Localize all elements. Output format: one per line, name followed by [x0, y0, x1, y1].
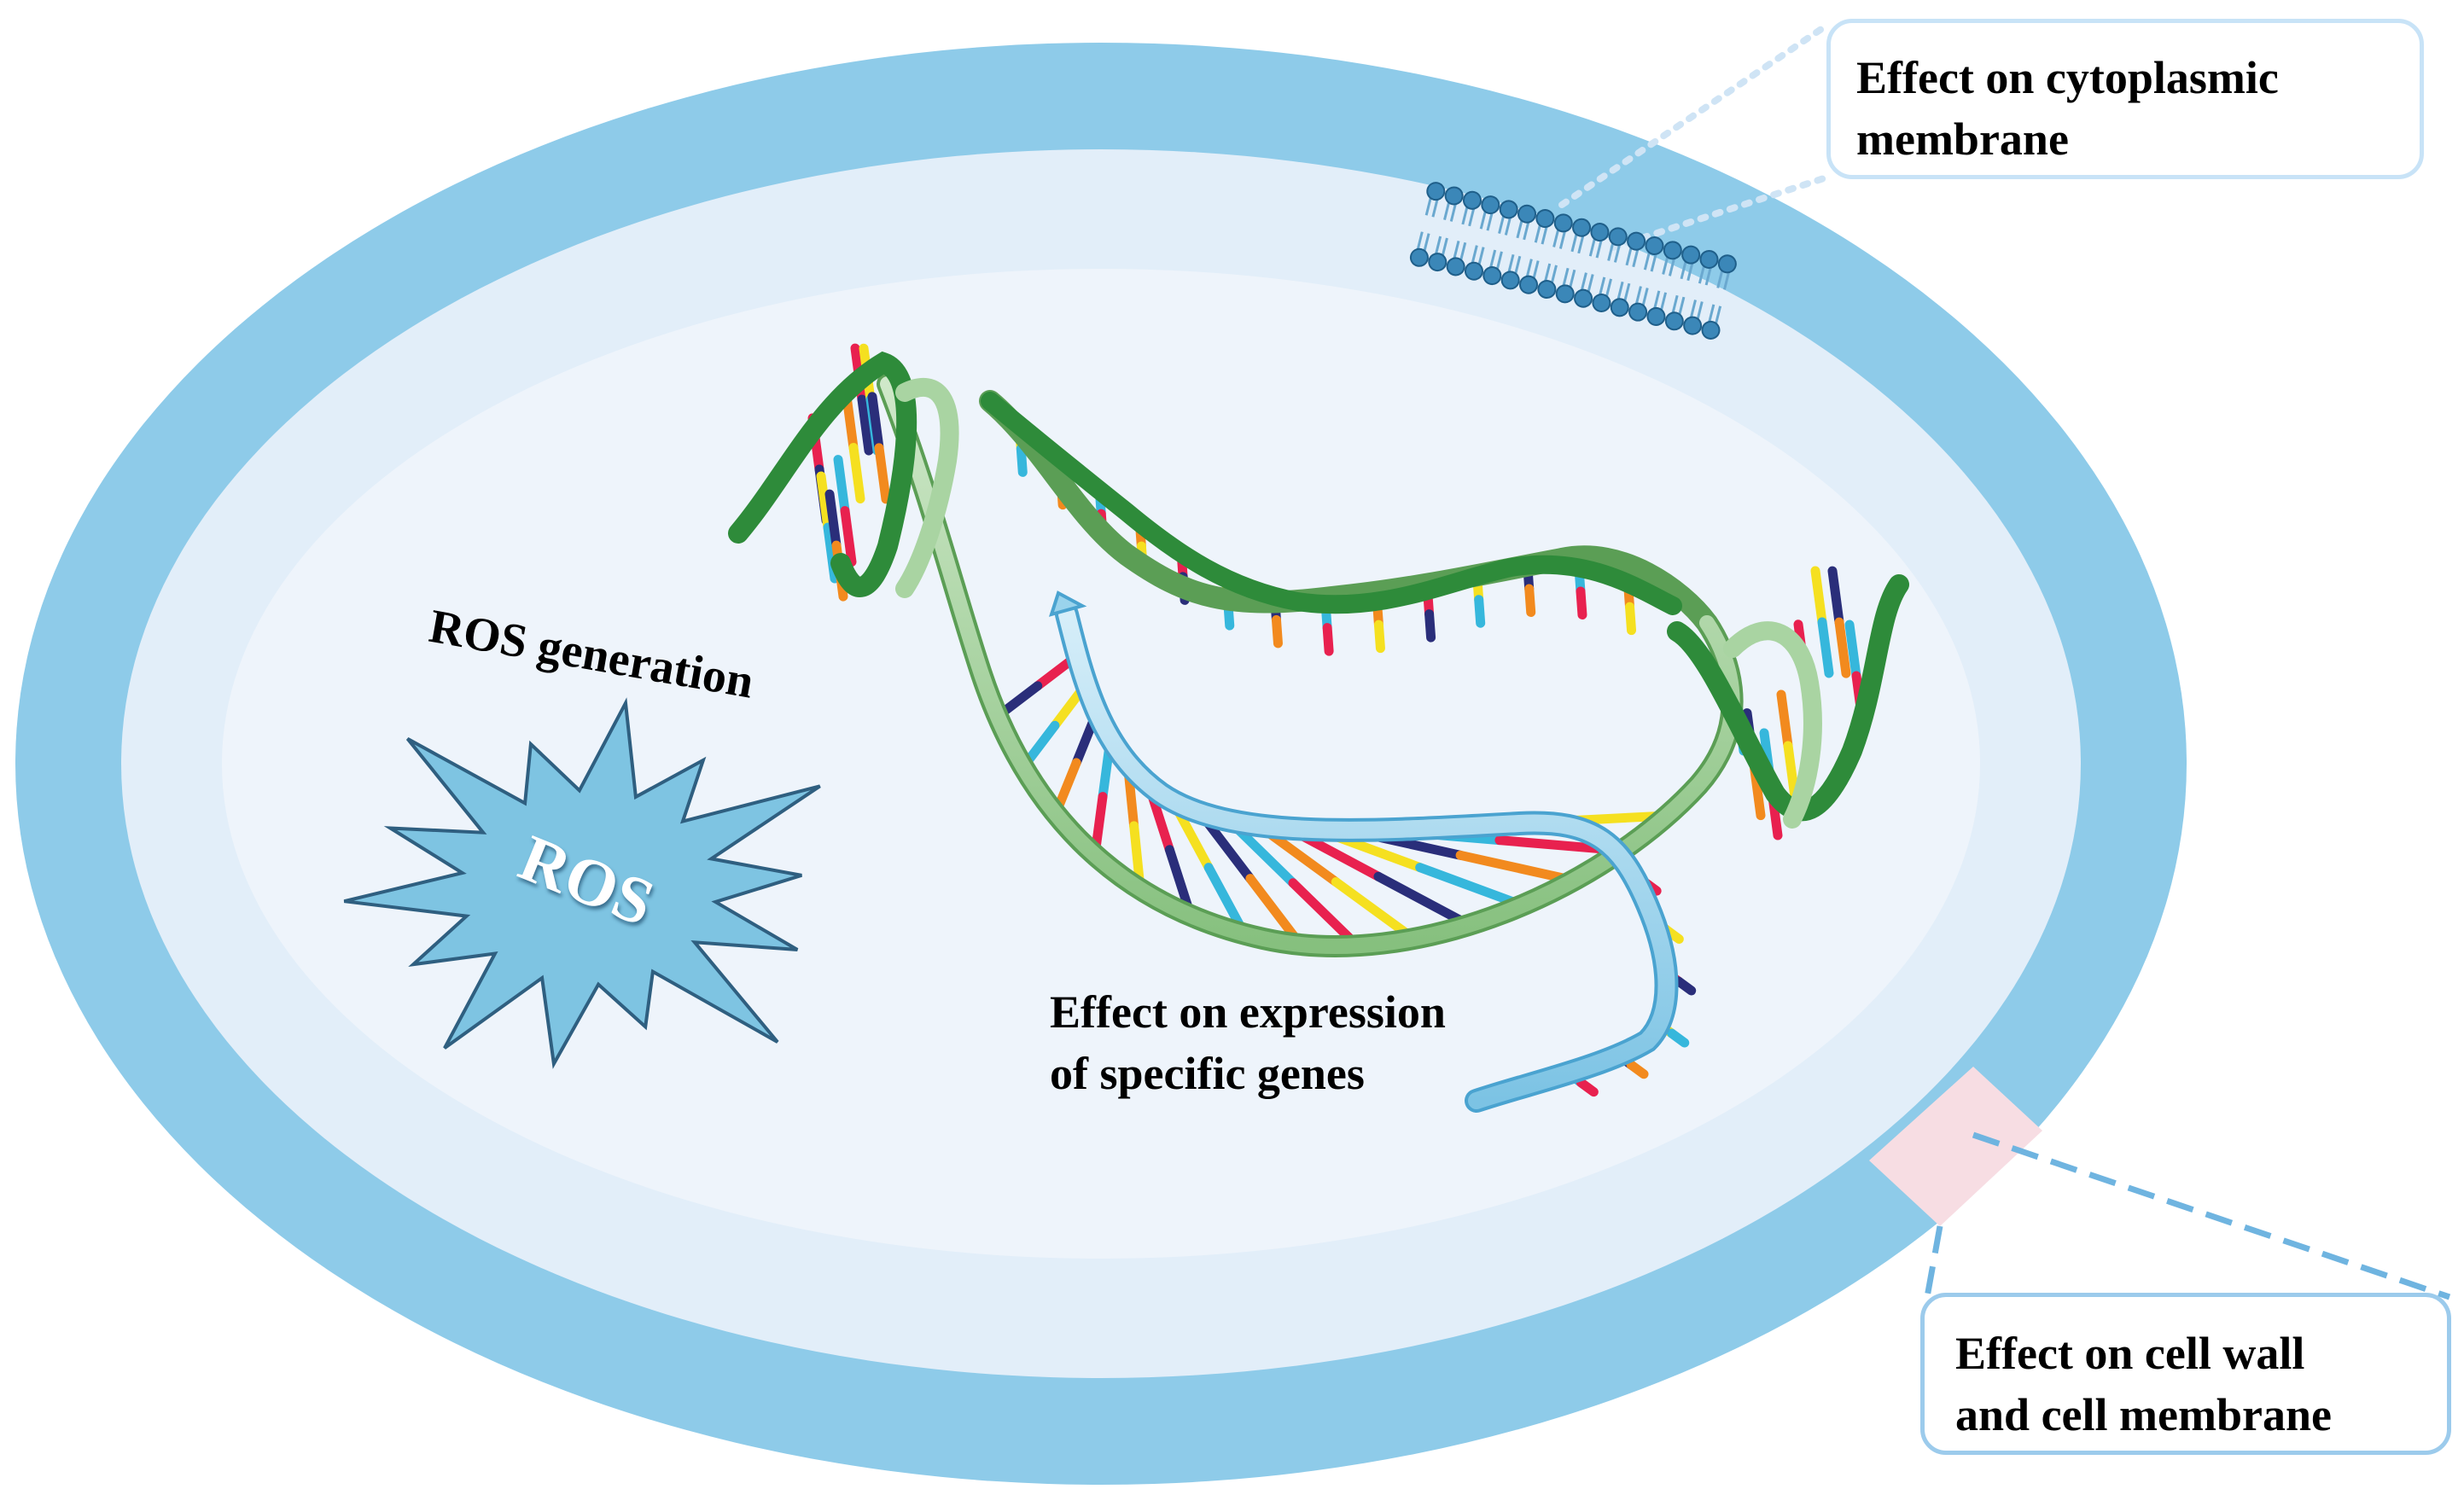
- lipid-head: [1426, 182, 1446, 201]
- base-pair: [824, 489, 842, 550]
- base-pair: [1524, 584, 1536, 618]
- lipid-head: [1481, 195, 1500, 215]
- base-pair: [1016, 444, 1028, 477]
- base-pair: [842, 392, 859, 453]
- lipid-head: [1645, 236, 1664, 256]
- callout-cytoplasmic-membrane: Effect on cytoplasmic membrane: [1826, 19, 2424, 179]
- lipid-head: [1701, 320, 1721, 340]
- lipid-head: [1592, 293, 1611, 312]
- lipid-head: [1663, 241, 1682, 260]
- lipid-head: [1519, 275, 1539, 294]
- callout-cell-wall-membrane: Effect on cell wall and cell membrane: [1920, 1293, 2451, 1455]
- base-pair: [833, 455, 850, 516]
- lipid-head: [1464, 261, 1483, 281]
- base-pair: [867, 392, 884, 453]
- base-pair: [1674, 976, 1697, 996]
- callout-line-cell-wall: [1972, 1131, 2451, 1300]
- lipid-head: [1428, 253, 1448, 272]
- callout-text-line-1: Effect on cytoplasmic: [1856, 52, 2279, 103]
- base-pair: [1810, 566, 1827, 627]
- lipid-head: [1409, 247, 1429, 267]
- base-pair: [1322, 623, 1334, 656]
- lipid-head: [1699, 249, 1719, 269]
- base-pair: [840, 506, 857, 567]
- lipid-head: [1590, 223, 1610, 242]
- lipid-head: [1608, 227, 1628, 247]
- base-pair: [1424, 609, 1436, 643]
- base-pair: [1783, 741, 1800, 802]
- gene-expression-label: Effect on expression of specific genes: [1050, 981, 1446, 1104]
- lipid-head: [1517, 204, 1537, 224]
- lipid-head: [1627, 231, 1646, 251]
- lipid-head: [1462, 190, 1482, 210]
- ros-burst-icon: [343, 697, 821, 1069]
- base-pair: [816, 471, 833, 532]
- base-pair: [1373, 619, 1385, 654]
- lipid-head: [1446, 257, 1465, 276]
- base-pair: [1576, 1078, 1599, 1097]
- callout-text-line-2: membrane: [1856, 113, 2069, 165]
- lipid-head: [1681, 245, 1701, 265]
- lipid-bilayer-icon: [1409, 182, 1737, 340]
- base-pair: [874, 443, 891, 504]
- base-pair: [1817, 617, 1834, 678]
- lipid-head: [1555, 284, 1575, 304]
- dna-helix-icon: [728, 343, 1909, 1113]
- gene-expression-line-1: Effect on expression: [1050, 986, 1446, 1038]
- base-pair: [1776, 689, 1793, 751]
- lipid-head: [1537, 280, 1557, 300]
- base-pair: [1455, 850, 1579, 886]
- callout-text-line-2: and cell membrane: [1955, 1389, 2332, 1440]
- callout-line-cytoplasmic: [1610, 174, 1830, 251]
- base-pair: [1474, 595, 1486, 628]
- lipid-head: [1535, 209, 1555, 229]
- base-pair: [1271, 614, 1283, 649]
- base-pair: [1576, 586, 1587, 619]
- lipid-head: [1500, 270, 1520, 290]
- lipid-head: [1572, 218, 1592, 237]
- base-pair: [1373, 871, 1474, 930]
- base-pair: [1625, 602, 1637, 636]
- base-pair: [857, 394, 874, 456]
- lipid-head: [1664, 311, 1684, 331]
- cytoplasm: [222, 269, 1980, 1259]
- base-pair: [1667, 1028, 1690, 1048]
- callout-text-line-1: Effect on cell wall: [1955, 1328, 2305, 1379]
- base-pair: [1827, 566, 1844, 627]
- callout-line-cell-wall: [1924, 1225, 1943, 1298]
- lipid-head: [1444, 186, 1464, 206]
- base-pair: [1331, 877, 1418, 944]
- lipid-head: [1499, 200, 1518, 219]
- base-pair: [848, 443, 865, 504]
- lipid-head: [1574, 288, 1593, 308]
- base-pair: [1834, 617, 1851, 678]
- lipid-head: [1717, 254, 1737, 274]
- cell-wall-highlight: [1869, 1067, 2042, 1226]
- base-pair: [1626, 1060, 1649, 1079]
- callout-line-cytoplasmic: [1558, 22, 1830, 208]
- lipid-head: [1553, 213, 1573, 233]
- lipid-head: [1610, 298, 1629, 317]
- base-pair: [1844, 619, 1861, 681]
- lipid-head: [1646, 306, 1666, 326]
- gene-expression-line-2: of specific genes: [1050, 1048, 1365, 1099]
- base-pair: [1415, 863, 1528, 910]
- lipid-head: [1683, 316, 1703, 335]
- lipid-head: [1482, 266, 1502, 286]
- lipid-head: [1628, 302, 1648, 322]
